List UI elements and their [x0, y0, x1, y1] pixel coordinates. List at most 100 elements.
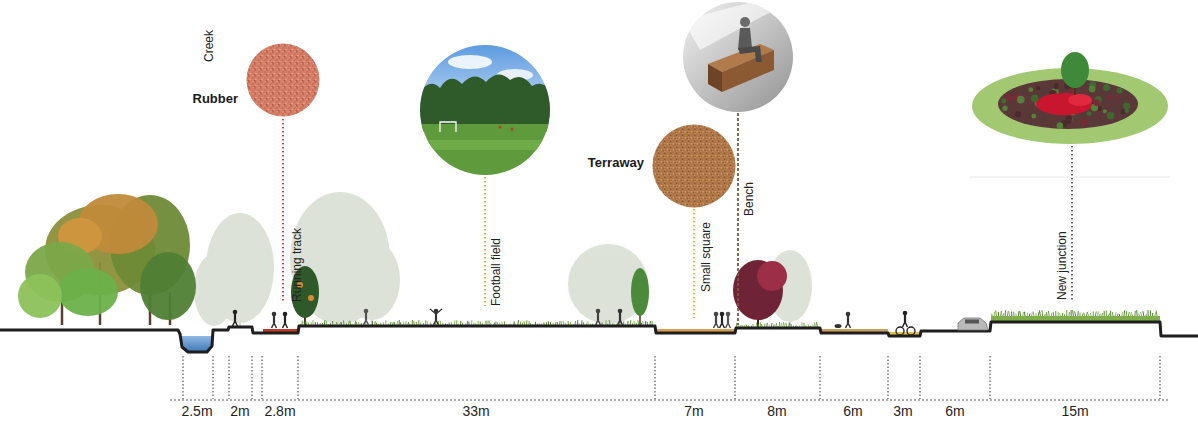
dimension-label: 8m: [767, 403, 786, 419]
shrub-dot: [1087, 111, 1092, 116]
dimension-tick: [213, 356, 214, 399]
person-head: [720, 312, 725, 317]
grass-blade: [1058, 312, 1059, 316]
grass-blade: [1000, 311, 1002, 316]
grass-blade: [1038, 312, 1040, 316]
material-swatch: Rubber: [246, 43, 320, 117]
shrub-dot: [1093, 99, 1100, 106]
grass-blade: [1033, 312, 1034, 316]
dimension-tick: [229, 356, 230, 399]
grass-blade: [1027, 313, 1028, 316]
material-label: Terraway: [588, 155, 644, 170]
dimension-label: 2m: [230, 403, 249, 419]
pale-trees: [194, 192, 812, 326]
grass-blade: [1104, 311, 1105, 316]
grass-blade: [1011, 312, 1012, 316]
dimension-tick: [888, 356, 889, 399]
person-head: [272, 312, 277, 317]
grass-blade: [1066, 310, 1067, 316]
shrub-dot: [1054, 83, 1058, 87]
shrub-dot: [1006, 94, 1010, 98]
shrub-dot: [1103, 84, 1110, 91]
dog: [835, 324, 842, 328]
grass-blade: [991, 314, 992, 316]
tree-crown: [344, 240, 400, 320]
grass-blade: [1142, 311, 1144, 316]
person-legs: [903, 322, 908, 327]
person-head: [714, 312, 719, 317]
grass-blade: [1099, 314, 1100, 316]
grass-blade: [1071, 310, 1072, 316]
grass-blade: [1007, 311, 1009, 316]
person-arms: [430, 309, 442, 314]
zone-label: New junction: [1055, 231, 1069, 300]
dimension-label: 3m: [893, 403, 912, 419]
grass-blade: [1041, 310, 1043, 316]
grass-blade: [1156, 311, 1158, 316]
grass-blade: [1102, 313, 1103, 316]
dimension-label: 6m: [945, 403, 964, 419]
leader-line: [693, 209, 695, 318]
shrub-dot: [1001, 98, 1006, 103]
person-head: [364, 309, 369, 314]
person-figure: [720, 312, 725, 328]
person-legs: [596, 320, 601, 325]
swatch-outline: [652, 124, 736, 208]
sitter-body: [738, 28, 752, 50]
grass-blade: [1046, 312, 1047, 316]
shrub-dot: [1117, 88, 1123, 94]
person-figure: [272, 312, 277, 328]
car-window: [965, 320, 979, 324]
grass-blade: [1039, 310, 1041, 316]
grass-blade: [1082, 314, 1084, 316]
grass-blade: [1051, 313, 1052, 316]
shrub-dot: [1017, 96, 1025, 104]
dimension-tick: [655, 356, 656, 399]
shrub-dot: [1065, 116, 1072, 123]
grass-blade: [1008, 311, 1010, 316]
photo-ground: [680, 0, 800, 115]
leader-line: [737, 113, 739, 325]
person-head: [233, 310, 238, 315]
leader-line: [1071, 146, 1073, 302]
dimension-label: 7m: [684, 403, 703, 419]
photo-goal: [440, 122, 456, 132]
grass-blade: [1059, 313, 1061, 316]
dimension-tick: [1160, 356, 1161, 399]
grass-blade: [1048, 311, 1050, 316]
dimension-label: 33m: [462, 403, 489, 419]
shrub-dot: [1015, 111, 1021, 117]
grass-blade: [1013, 312, 1014, 316]
grass-blade: [1110, 311, 1111, 316]
person-head: [846, 312, 851, 317]
dimension-tick: [990, 356, 991, 399]
shrub-dot: [1028, 87, 1033, 92]
dimension-tick: [262, 356, 263, 399]
dimension-tick: [183, 356, 184, 399]
bench-end: [708, 64, 722, 92]
person-legs: [726, 323, 731, 328]
grass-blade: [1024, 312, 1026, 316]
grass-blade: [1154, 312, 1156, 316]
tree-crown: [631, 268, 649, 316]
grass-blade: [1112, 312, 1114, 316]
grass-blade: [1126, 311, 1128, 316]
person-legs: [233, 321, 238, 326]
swatch-circle: [247, 44, 320, 117]
person-legs: [364, 320, 369, 325]
photo-treeline: [420, 74, 550, 132]
person-legs: [283, 323, 288, 328]
bench-photo: [680, 0, 800, 115]
grass-blade: [1019, 311, 1021, 316]
grass-blade: [1077, 311, 1078, 316]
shrub-dot: [1107, 112, 1114, 119]
tree-crown: [140, 252, 196, 320]
tree-crown: [58, 268, 118, 316]
grass-blade: [1119, 314, 1120, 316]
shrub-dot: [1031, 114, 1036, 119]
grass-blade: [1131, 314, 1133, 316]
bicycle-wheel: [907, 327, 915, 335]
grass-blade: [1005, 310, 1006, 316]
tree-crown: [1061, 52, 1089, 88]
